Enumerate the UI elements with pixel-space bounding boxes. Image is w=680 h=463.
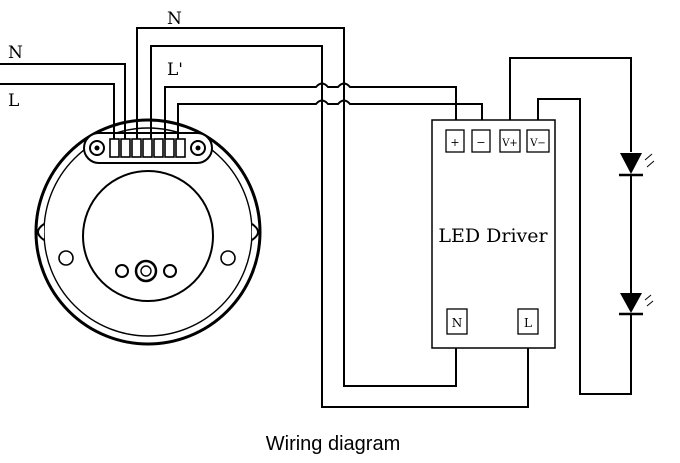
wire-negative: [177, 99, 483, 139]
wire-lprime-to-driver: [150, 45, 529, 408]
knob-left: [115, 264, 129, 278]
wire-mains-l: [0, 83, 115, 139]
terminal-l-box: [517, 308, 539, 335]
terminal-vplus-box: [499, 129, 521, 153]
label-l-left: L: [8, 91, 19, 111]
wire-positive: [164, 82, 457, 139]
led-driver-box: [431, 119, 556, 349]
screw-hole-right: [220, 250, 236, 266]
led-2-ray-a: [644, 294, 652, 301]
terminal-negative-box: [471, 129, 491, 153]
terminal-vminus-label: V−: [529, 138, 546, 149]
led-1: [619, 153, 655, 177]
terminal-l-label: L: [524, 316, 532, 330]
label-n-top: N: [167, 9, 182, 29]
wires: [0, 27, 632, 408]
led-2: [619, 293, 654, 316]
led-1-ray-b: [646, 160, 655, 168]
terminal-positive-label: +: [450, 136, 459, 149]
led-1-ray-a: [644, 153, 653, 161]
mount-notch-left: [37, 223, 45, 241]
sensor-device: [34, 118, 262, 346]
led-2-ray-b: [646, 300, 654, 307]
terminal-vminus-box: [526, 129, 550, 153]
wire-vminus: [537, 98, 632, 395]
terminal-screw-left-inner: [94, 145, 100, 151]
knob-center-inner: [140, 265, 152, 277]
mount-notch-right: [251, 223, 259, 241]
screw-hole-left: [58, 250, 74, 266]
diagram-caption: Wiring diagram: [266, 433, 400, 455]
led-driver-title: LED Driver: [438, 225, 548, 247]
led-2-triangle: [620, 293, 642, 313]
terminal-screw-right-inner: [195, 145, 201, 151]
knob-right: [163, 264, 177, 278]
label-l-prime: L': [167, 60, 183, 80]
led-1-triangle: [620, 153, 642, 174]
terminal-negative-label: −: [476, 136, 485, 149]
wire-n-to-driver: [136, 27, 457, 387]
wire-vplus: [509, 57, 632, 152]
terminal-n-label: N: [452, 316, 463, 330]
terminal-positive-box: [445, 129, 465, 153]
wire-mains-n: [0, 63, 126, 139]
terminal-slots: [109, 138, 186, 158]
led-driver: + − V+ V− LED Driver N L: [431, 119, 556, 349]
terminal-n-box: [446, 308, 468, 335]
label-n-left: N: [8, 43, 23, 63]
terminal-vplus-label: V+: [501, 138, 518, 149]
